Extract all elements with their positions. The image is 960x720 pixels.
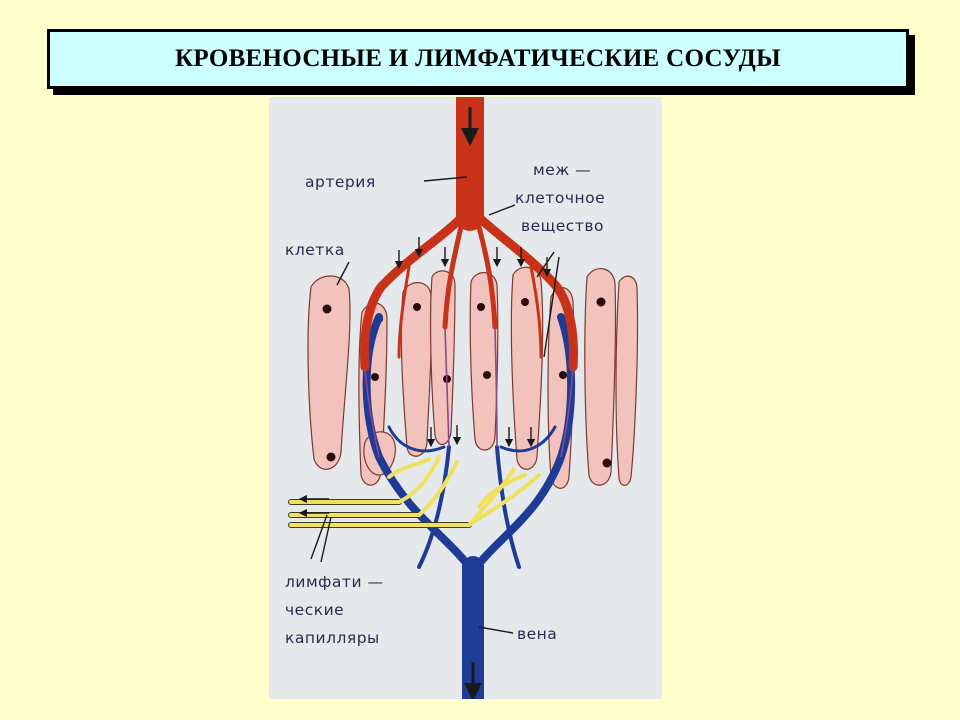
- cells: [307, 266, 639, 489]
- leader-lines: [310, 176, 560, 634]
- lymphatic-network: [288, 455, 541, 528]
- label-intercellular-1: меж —: [533, 161, 591, 179]
- label-intercellular-2: клеточное: [515, 189, 605, 207]
- vessel-diagram: артерия меж — клеточное вещество клетка …: [269, 97, 662, 699]
- cell: [584, 268, 617, 486]
- label-cell: клетка: [285, 241, 345, 259]
- capillary-transitions: [364, 326, 574, 458]
- cell: [510, 266, 544, 470]
- nucleus: [596, 297, 606, 307]
- cell: [429, 270, 456, 445]
- cell: [469, 272, 499, 451]
- nucleus: [326, 452, 336, 462]
- nucleus: [371, 373, 379, 381]
- nucleus: [559, 371, 567, 379]
- label-vein: вена: [517, 625, 557, 643]
- vessel-diagram-svg: артерия меж — клеточное вещество клетка …: [269, 97, 662, 699]
- slide-title: КРОВЕНОСНЫЕ И ЛИМФАТИЧЕСКИЕ СОСУДЫ: [174, 45, 781, 72]
- label-intercellular-3: вещество: [521, 217, 604, 235]
- flow-arrows: [298, 107, 552, 699]
- nucleus: [521, 298, 529, 306]
- nucleus: [477, 303, 485, 311]
- label-lymph-2: ческие: [285, 601, 344, 619]
- nucleus: [602, 458, 612, 468]
- cell: [615, 275, 639, 486]
- nucleus: [483, 371, 491, 379]
- cell: [307, 275, 351, 470]
- label-artery: артерия: [305, 173, 376, 191]
- label-lymph-3: капилляры: [285, 629, 380, 647]
- nucleus: [413, 303, 421, 311]
- nucleus: [322, 304, 332, 314]
- label-lymph-1: лимфати —: [285, 573, 383, 591]
- title-box: КРОВЕНОСНЫЕ И ЛИМФАТИЧЕСКИЕ СОСУДЫ: [47, 29, 909, 89]
